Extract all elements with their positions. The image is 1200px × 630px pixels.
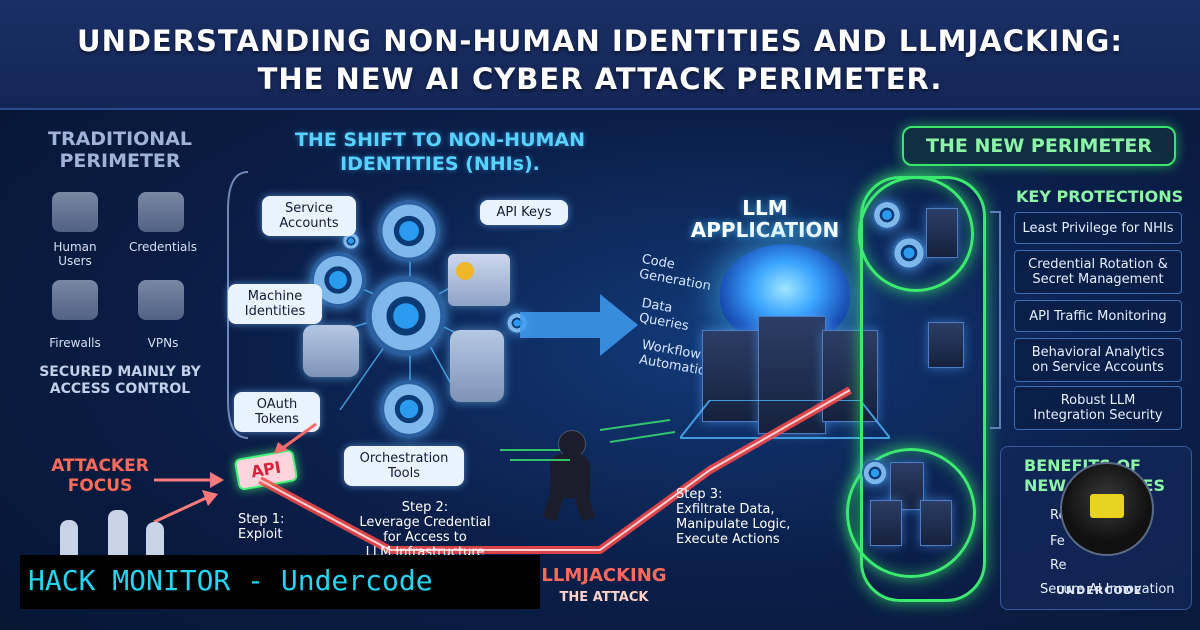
gear-icon [862,460,888,486]
database-icon [303,325,359,377]
protection-4-line1: Robust LLM [1060,393,1136,408]
step1-line1: Step 1: [238,512,285,527]
protection-credential-rotation: Credential Rotation & Secret Management [1014,250,1182,294]
protection-1-line2: Secret Management [1032,272,1164,287]
benefit-item: Fe [1050,534,1065,549]
secured-line2: ACCESS CONTROL [49,381,191,397]
undercode-logo-text: UNDERCODE [1056,584,1143,597]
llmjacking-subtitle: THE ATTACK [559,590,649,605]
server-rack-icon [926,208,958,258]
protection-3-line1: Behavioral Analytics [1031,345,1165,360]
flow-code-generation: Code Generation [638,252,715,294]
title-bar [0,0,1200,110]
gear-icon [892,236,926,270]
trad-label-credentials: Credentials [128,240,197,254]
nhi-title-line2: IDENTITIES (NHIs). [340,153,540,175]
protection-2-line1: API Traffic Monitoring [1029,308,1167,324]
gear-icon [342,232,360,250]
step3-line1: Step 3: [676,487,723,502]
page-title-line2: THE NEW AI CYBER ATTACK PERIMETER. [257,62,943,96]
shield-lock-icon [138,280,184,320]
benefit-item: Re [1050,558,1067,573]
page-title-line1: UNDERSTANDING NON-HUMAN IDENTITIES AND L… [77,24,1123,58]
bubble-machine-identities: Machine Identities [228,284,322,324]
gear-icon [366,276,446,356]
protection-3-line2: on Service Accounts [1032,360,1164,375]
step3-line2: Exfiltrate Data, [676,502,775,517]
protection-robust-llm: Robust LLM Integration Security [1014,386,1182,430]
code-stream [500,419,676,461]
breach-arrow [274,422,317,454]
bubble-machine-line2: Identities [244,304,306,319]
bubble-orch-line1: Orchestration [359,451,449,466]
trad-label-human-1: Human [53,240,97,254]
gear-icon [378,200,440,262]
trad-label-human-2: Users [58,254,92,268]
bubble-service-line1: Service [284,201,334,216]
attacker-focus-line1: ATTACKER [51,456,149,476]
watermark-bar [20,555,540,609]
traditional-title-line1: TRADITIONAL [47,128,193,150]
step3-line3: Manipulate Logic, [676,517,791,532]
step2-line1: Step 2: [401,500,449,515]
bubble-oauth-line1: OAuth [256,397,298,412]
llm-title-line2: APPLICATION [690,218,840,242]
key-icon [448,254,510,306]
database-icon [450,330,504,402]
bubble-api-keys: API Keys [480,200,568,225]
bubble-service-line2: Accounts [279,216,339,231]
benefit-item: Secure AI Innovation [1040,582,1175,597]
bubble-orch-line2: Tools [387,466,421,481]
traditional-perimeter-section: TRADITIONAL PERIMETER Human Users Creden… [20,122,220,402]
server-rack-icon [822,330,878,422]
protection-0-line1: Least Privilege for NHIs [1022,220,1174,236]
protection-4-line2: Integration Security [1033,408,1163,423]
server-rack-icon [920,500,952,546]
users-icon [52,192,98,232]
attack-path-beam [258,386,852,554]
llm-title-line1: LLM [742,196,788,220]
gear-icon [380,380,438,438]
brick-wall-icon [52,280,98,320]
step2-line3: for Access to [383,530,467,545]
protection-least-privilege: Least Privilege for NHIs [1014,212,1182,244]
attacker-focus-line2: FOCUS [67,476,133,496]
attackers-group-icon [60,510,180,560]
flow-arrow-icon [520,294,638,356]
perimeter-ring-top [858,176,974,292]
key-protections-title: KEY PROTECTIONS [1016,187,1184,206]
bubble-oauth-line2: Tokens [255,412,299,427]
perimeter-ring-bottom [846,448,976,578]
secured-line1: SECURED MAINLY BY [39,364,201,380]
protection-1-line1: Credential Rotation & [1028,257,1168,272]
hacker-figure-icon [540,430,600,522]
bubble-oauth-tokens: OAuth Tokens [234,392,320,432]
bubble-machine-line1: Machine [247,289,303,304]
protection-behavioral-analytics: Behavioral Analytics on Service Accounts [1014,338,1182,382]
bubble-api-keys-label: API Keys [496,205,552,220]
step2-line2: Leverage Credential [359,515,491,530]
traditional-title-line2: PERIMETER [59,150,181,172]
gear-icon [872,200,902,230]
flow-data-queries: Data Queries [638,296,693,334]
platform-base [680,400,890,439]
watermark-text: HACK MONITOR - Undercode [28,564,433,597]
trad-label-firewalls: Firewalls [49,336,101,350]
nhi-title-line1: THE SHIFT TO NON-HUMAN [294,129,586,151]
bubble-service-accounts: Service Accounts [262,196,356,236]
id-card-icon [138,192,184,232]
bubble-orchestration-tools: Orchestration Tools [344,446,464,486]
step3-line4: Execute Actions [676,532,780,547]
trad-label-vpns: VPNs [147,336,179,350]
protections-bracket [990,211,1001,429]
attacker-arrows [153,472,224,524]
undercode-logo-icon [1060,462,1154,556]
llmjacking-title: LLMJACKING [541,565,667,586]
step1-line2: Exploit [238,527,283,542]
server-rack-icon [928,322,964,368]
new-perimeter-title: THE NEW PERIMETER [902,126,1176,166]
server-rack-icon [702,330,762,422]
server-rack-icon [870,500,902,546]
protection-api-traffic: API Traffic Monitoring [1014,300,1182,332]
